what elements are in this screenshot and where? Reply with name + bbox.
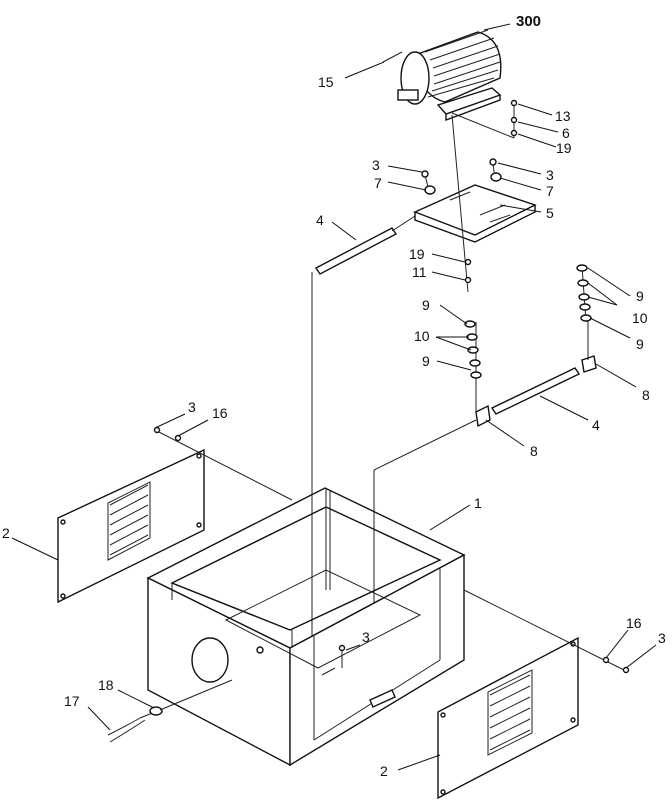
washer-16a xyxy=(174,434,182,442)
label-9-left-top: 9 xyxy=(422,297,430,313)
label-13: 13 xyxy=(555,108,571,124)
label-7-left: 7 xyxy=(374,175,382,191)
label-2-left: 2 xyxy=(2,525,10,541)
part-labels: 300 15 13 6 19 3 7 3 7 5 4 19 11 9 10 9 … xyxy=(2,13,666,779)
washer-stack-left xyxy=(464,320,482,380)
label-3-panel-left: 3 xyxy=(188,399,196,415)
label-17: 17 xyxy=(64,693,80,709)
lower-linkage xyxy=(373,320,597,650)
label-10-right: 10 xyxy=(632,310,648,326)
label-6: 6 xyxy=(562,125,570,141)
upper-hinge-rod xyxy=(311,215,416,640)
label-10-left: 10 xyxy=(414,328,430,344)
label-7-right: 7 xyxy=(546,183,554,199)
label-9-right-bottom: 9 xyxy=(636,336,644,352)
label-5: 5 xyxy=(546,205,554,221)
screw-line-right xyxy=(463,589,629,673)
label-3-inside: 3 xyxy=(362,629,370,645)
label-3-right: 3 xyxy=(546,167,554,183)
pivot-bolts xyxy=(421,158,502,196)
label-3-left: 3 xyxy=(372,157,380,173)
label-9-right-top: 9 xyxy=(636,288,644,304)
label-16-right: 16 xyxy=(626,615,642,631)
label-motor-300: 300 xyxy=(516,13,541,30)
nut-11-mark xyxy=(464,276,472,284)
leader-lines xyxy=(11,23,657,771)
vent-panel-left xyxy=(57,448,205,604)
motor-mount-plate xyxy=(413,184,537,243)
washer-stack-right xyxy=(576,264,592,323)
screw-line-left xyxy=(154,429,293,501)
label-1: 1 xyxy=(474,495,482,511)
label-18: 18 xyxy=(98,677,114,693)
screw-3e xyxy=(622,666,630,674)
label-19-mid: 19 xyxy=(409,246,425,262)
label-8-left: 8 xyxy=(530,443,538,459)
label-16-left: 16 xyxy=(212,405,228,421)
cabinet-base xyxy=(146,487,466,767)
bolt-15 xyxy=(382,51,403,63)
label-4-upper: 4 xyxy=(316,212,324,228)
hardware-stack-13-6-19 xyxy=(451,99,518,139)
label-8-right: 8 xyxy=(642,387,650,403)
label-11: 11 xyxy=(412,264,427,280)
label-9-left-bottom: 9 xyxy=(422,353,430,369)
washer-19b-mark xyxy=(464,258,472,266)
vent-panel-right xyxy=(437,636,579,800)
power-cord xyxy=(107,679,233,743)
label-19-top: 19 xyxy=(556,140,572,156)
label-3-panel-right: 3 xyxy=(658,630,666,646)
label-15: 15 xyxy=(318,74,334,90)
washer-16b xyxy=(602,656,610,664)
label-4-lower: 4 xyxy=(592,417,600,433)
motor xyxy=(397,29,502,122)
label-2-right: 2 xyxy=(380,763,388,779)
